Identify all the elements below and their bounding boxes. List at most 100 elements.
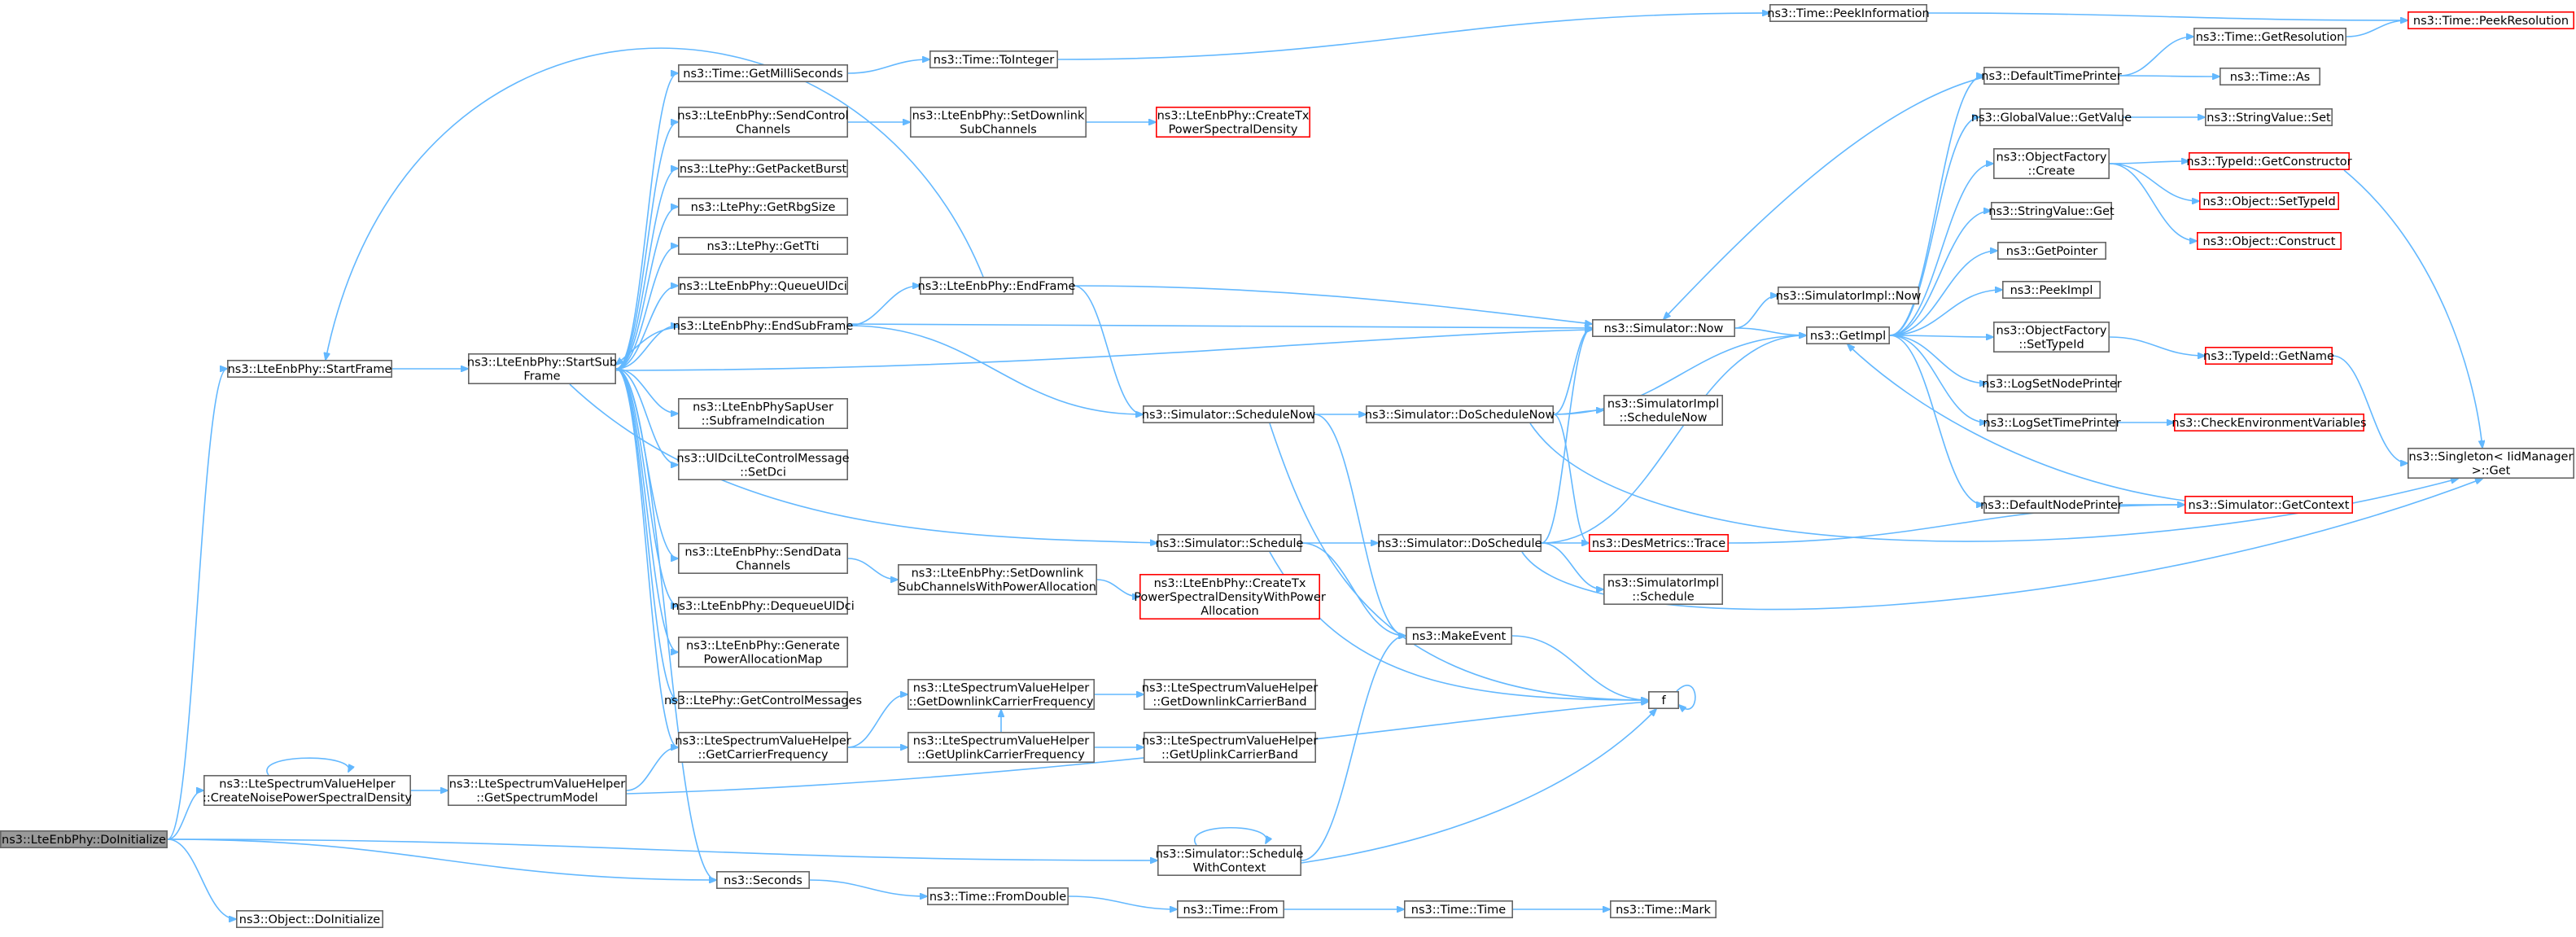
node-seconds[interactable]: ns3::Seconds xyxy=(715,871,810,890)
node-getulband[interactable]: ns3::LteSpectrumValueHelper::GetUplinkCa… xyxy=(1142,731,1318,763)
edge-simnow-to-getimpl xyxy=(1734,327,1806,335)
node-singleton[interactable]: ns3::Singleton< IidManager>::Get xyxy=(2408,447,2575,479)
node-f[interactable]: f xyxy=(1648,690,1680,709)
node-getdlcarrier[interactable]: ns3::LteSpectrumValueHelper::GetDownlink… xyxy=(908,678,1096,710)
node-getres[interactable]: ns3::Time::GetResolution xyxy=(2193,27,2347,46)
node-doschednow[interactable]: ns3::Simulator::DoScheduleNow xyxy=(1365,405,1555,423)
node-getpb[interactable]: ns3::LtePhy::GetPacketBurst xyxy=(677,160,848,178)
node-timefrom[interactable]: ns3::Time::From xyxy=(1177,900,1285,919)
node-box xyxy=(1139,573,1321,620)
node-createnoise[interactable]: ns3::LteSpectrumValueHelper::CreateNoise… xyxy=(203,774,412,806)
node-genpower[interactable]: ns3::LteEnbPhy::GeneratePowerAllocationM… xyxy=(677,636,848,668)
node-label: ns3::LteEnbPhy::CreateTx xyxy=(1154,577,1306,590)
node-label: ns3::MakeEvent xyxy=(1412,630,1507,643)
node-typeidgetctor[interactable]: ns3::TypeId::GetConstructor xyxy=(2186,152,2352,171)
node-label: ::GetDownlinkCarrierFrequency xyxy=(909,696,1094,709)
node-peekres[interactable]: ns3::Time::PeekResolution xyxy=(2408,11,2575,29)
node-label: PowerAllocationMap xyxy=(704,654,823,667)
node-simimplsn[interactable]: ns3::SimulatorImpl::ScheduleNow xyxy=(1603,394,1724,426)
node-simimplnow[interactable]: ns3::SimulatorImpl::Now xyxy=(1776,286,1922,304)
node-getms[interactable]: ns3::Time::GetMilliSeconds xyxy=(677,64,848,83)
edge-schedctx-to-makeevent xyxy=(1301,636,1406,861)
node-label: ns3::GetPointer xyxy=(2006,245,2098,258)
node-startframe[interactable]: ns3::LteEnbPhy::StartFrame xyxy=(226,359,392,378)
node-getrbg[interactable]: ns3::LtePhy::GetRbgSize xyxy=(677,198,848,217)
edge-deftimeprinter-to-timeas xyxy=(2119,76,2220,77)
node-timeas[interactable]: ns3::Time::As xyxy=(2220,68,2321,86)
node-getctrlmsg[interactable]: ns3::LtePhy::GetControlMessages xyxy=(664,690,862,709)
node-label: ns3::LteSpectrumValueHelper xyxy=(449,778,625,791)
node-label: Channels xyxy=(736,124,790,137)
node-getdlband[interactable]: ns3::LteSpectrumValueHelper::GetDownlink… xyxy=(1142,678,1318,710)
node-getulcarrier[interactable]: ns3::LteSpectrumValueHelper::GetUplinkCa… xyxy=(908,731,1096,763)
node-box xyxy=(1993,321,2110,352)
node-setdlsubpa[interactable]: ns3::LteEnbPhy::SetDownlinkSubChannelsWi… xyxy=(898,563,1098,595)
node-defnodeprinter[interactable]: ns3::DefaultNodePrinter xyxy=(1980,495,2123,514)
node-objdoinit[interactable]: ns3::Object::DoInitialize xyxy=(235,910,383,929)
node-globalvalue[interactable]: ns3::GlobalValue::GetValue xyxy=(1971,108,2132,127)
node-peekinfo[interactable]: ns3::Time::PeekInformation xyxy=(1767,4,1930,22)
node-label: ns3::LtePhy::GetTti xyxy=(706,240,819,253)
node-getimpl[interactable]: ns3::GetImpl xyxy=(1806,326,1891,344)
node-peekimpl[interactable]: ns3::PeekImpl xyxy=(2002,280,2101,299)
node-objsettypeid[interactable]: ns3::Object::SetTypeId xyxy=(2199,192,2340,211)
node-doinit[interactable]: ns3::LteEnbPhy::DoInitialize xyxy=(0,830,168,848)
node-dosched[interactable]: ns3::Simulator::DoSchedule xyxy=(1378,533,1542,552)
edge-doinit-to-createnoise xyxy=(167,790,203,840)
node-logsetnode[interactable]: ns3::LogSetNodePrinter xyxy=(1982,374,2122,392)
node-box xyxy=(677,107,848,138)
node-getcarrier[interactable]: ns3::LteSpectrumValueHelper::GetCarrierF… xyxy=(675,731,851,763)
node-label: ns3::Simulator::DoScheduleNow xyxy=(1365,409,1555,422)
node-timemark[interactable]: ns3::Time::Mark xyxy=(1610,900,1717,919)
node-typeidgetname[interactable]: ns3::TypeId::GetName xyxy=(2203,346,2334,365)
node-label: >::Get xyxy=(2472,465,2511,478)
node-box xyxy=(677,198,848,217)
node-schednow[interactable]: ns3::Simulator::ScheduleNow xyxy=(1142,405,1316,423)
node-box xyxy=(1144,678,1317,710)
node-endframe[interactable]: ns3::LteEnbPhy::EndFrame xyxy=(918,276,1076,295)
node-desmetrics[interactable]: ns3::DesMetrics::Trace xyxy=(1589,533,1730,552)
node-getspectrum[interactable]: ns3::LteSpectrumValueHelper::GetSpectrum… xyxy=(447,774,627,806)
node-logsettime[interactable]: ns3::LogSetTimePrinter xyxy=(1983,413,2121,431)
edge-schedctx-to-f xyxy=(1301,709,1656,864)
node-label: ::Schedule xyxy=(1632,591,1694,604)
node-getpointer[interactable]: ns3::GetPointer xyxy=(1997,241,2107,260)
node-dequeue[interactable]: ns3::LteEnbPhy::DequeueUlDci xyxy=(671,596,855,615)
node-gettti[interactable]: ns3::LtePhy::GetTti xyxy=(677,236,848,255)
node-fromdouble[interactable]: ns3::Time::FromDouble xyxy=(927,887,1069,906)
node-endsub[interactable]: ns3::LteEnbPhy::EndSubFrame xyxy=(673,316,854,335)
node-createtxpa[interactable]: ns3::LteEnbPhy::CreateTxPowerSpectralDen… xyxy=(1134,573,1326,620)
node-simnow[interactable]: ns3::Simulator::Now xyxy=(1592,318,1736,337)
node-makeevent[interactable]: ns3::MakeEvent xyxy=(1406,626,1513,645)
edge-startsub-to-endsub xyxy=(615,326,678,370)
node-queueul[interactable]: ns3::LteEnbPhy::QueueUlDci xyxy=(677,276,848,295)
node-simimplsched[interactable]: ns3::SimulatorImpl::Schedule xyxy=(1603,573,1724,605)
node-label: PowerSpectralDensityWithPower xyxy=(1134,591,1326,604)
node-objconstruct[interactable]: ns3::Object::Construct xyxy=(2197,231,2342,250)
node-createtx[interactable]: ns3::LteEnbPhy::CreateTxPowerSpectralDen… xyxy=(1156,107,1311,138)
node-deftimeprinter[interactable]: ns3::DefaultTimePrinter xyxy=(1981,67,2122,85)
node-stringvalset[interactable]: ns3::StringValue::Set xyxy=(2205,108,2333,127)
node-simgetctx[interactable]: ns3::Simulator::GetContext xyxy=(2185,495,2354,514)
edge-makeevent-to-f xyxy=(1511,635,1648,700)
node-timetime[interactable]: ns3::Time::Time xyxy=(1404,900,1514,919)
node-tointeger[interactable]: ns3::Time::ToInteger xyxy=(929,50,1059,68)
node-label: ::CreateNoisePowerSpectralDensity xyxy=(203,792,412,805)
node-box xyxy=(447,774,627,806)
node-objfactcreate[interactable]: ns3::ObjectFactory::Create xyxy=(1993,148,2110,180)
node-setdci[interactable]: ns3::UlDciLteControlMessage::SetDci xyxy=(676,449,850,480)
node-objfactsettype[interactable]: ns3::ObjectFactory::SetTypeId xyxy=(1993,321,2110,352)
node-subind[interactable]: ns3::LteEnbPhySapUser::SubframeIndicatio… xyxy=(677,397,848,429)
node-checkenv[interactable]: ns3::CheckEnvironmentVariables xyxy=(2171,413,2367,431)
edge-objfactcreate-to-objconstruct xyxy=(2109,163,2197,241)
node-label: ::GetUplinkCarrierBand xyxy=(1161,749,1298,762)
edges-layer xyxy=(167,13,2482,919)
edge-startsub-to-seconds xyxy=(615,368,716,880)
node-schedule[interactable]: ns3::Simulator::Schedule xyxy=(1156,533,1304,552)
node-stringvalget[interactable]: ns3::StringValue::Get xyxy=(1988,202,2115,221)
